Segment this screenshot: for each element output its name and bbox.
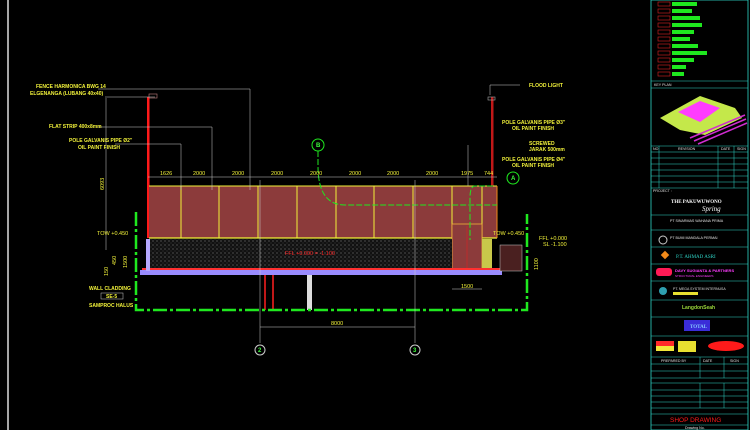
svg-text:B: B: [316, 143, 321, 149]
structural-logo-icon: [656, 268, 672, 276]
fence-panel: [149, 185, 498, 271]
pole-left: [147, 97, 150, 238]
dim-text: 150: [104, 267, 110, 276]
label-wall-cladding: WALL CLADDING: [89, 286, 131, 292]
dim-text: 2000: [387, 171, 399, 177]
dim-text: 1500: [123, 256, 129, 268]
label-pole-right: POLE GALVANIS PIPE Ø3": [502, 120, 566, 126]
key-plan-label: KEY PLAN: [654, 83, 672, 87]
callout-b-line: [317, 151, 497, 206]
label-pole-right-2-finish: OIL PAINT FINISH: [512, 163, 554, 169]
label-flat-strip: FLAT STRIP 400x8mm: [49, 124, 102, 130]
rev-header-date: DATE: [721, 147, 731, 151]
label-tow-right: TOW +0.450: [493, 231, 524, 237]
flood-light-left: [148, 93, 158, 99]
project-label: PROJECT :: [653, 189, 672, 193]
label-pole-left: POLE GALVANIS PIPE Ø2": [69, 138, 133, 144]
title-block: KEY PLAN NO REVISION DATE SIGN PROJECT :…: [650, 0, 749, 430]
dim-text: 1975: [461, 171, 473, 177]
dim-text: 2000: [271, 171, 283, 177]
svg-text:3: 3: [413, 348, 417, 354]
top-dimensions: 1626 2000 2000 2000 2000 2000 2000 2000 …: [100, 171, 540, 327]
label-wall-tag: SE-5: [106, 294, 117, 300]
pole-right: [491, 97, 494, 238]
grid-bubble-3[interactable]: 3: [409, 344, 421, 356]
label-samproc: SAMPROC HALUS: [89, 303, 134, 309]
gravel-base: [140, 239, 523, 310]
badge-logo-icon: [678, 341, 696, 352]
landscape-name: LangdonSeah: [682, 305, 715, 311]
label-pole-right-2: POLE GALVANIS PIPE Ø4": [502, 157, 566, 163]
label-screwed: SCREWED: [529, 141, 555, 147]
rev-header-sign: SIGN: [737, 147, 746, 151]
key-plan-image: [660, 96, 748, 145]
flood-light-right: [487, 96, 496, 101]
dim-span: 8000: [331, 321, 343, 327]
column: [307, 275, 312, 310]
mep-name: PT. MEGA SYSTEM INTERNUSA: [673, 287, 726, 291]
project-name: THE PAKUWUWONO: [671, 200, 722, 205]
svg-text:2: 2: [258, 348, 262, 354]
annotations: FENCE HARMONICA BWG 14 ELGENANGA (LUBANG…: [30, 83, 567, 309]
label-fence-2: ELGENANGA (LUBANG 40x40): [30, 91, 103, 97]
project-subname: Spring: [702, 205, 721, 213]
label-pole-right-finish: OIL PAINT FINISH: [512, 126, 554, 132]
rev-header-revision: REVISION: [678, 147, 696, 151]
label-sl: SL -1.100: [543, 242, 567, 248]
legend-bars: [657, 1, 707, 77]
label-fence: FENCE HARMONICA BWG 14: [36, 84, 106, 90]
sign-label: SIGN: [730, 359, 739, 363]
dim-text: 1626: [160, 171, 172, 177]
dim-height: 6093: [100, 178, 106, 190]
rev-header-no: NO: [653, 147, 659, 151]
architect-name: P.T. AHMAD ASRI: [676, 255, 716, 260]
red-logo-icon: [708, 341, 744, 351]
mep-logo-icon: [659, 287, 667, 295]
drawing-number-label: Drawing No.: [685, 426, 705, 430]
grid-bubble-b[interactable]: B: [311, 138, 325, 152]
contractor-logo: [684, 320, 710, 331]
developer-logo-icon: [658, 235, 668, 245]
prepared-by-label: PREPARED BY: [661, 359, 687, 363]
dim-text: 1100: [534, 258, 540, 270]
label-ffl-mid: FFL +0.000 = -1.100: [285, 251, 335, 257]
structural-name: DAVY SUGIANTA & PARTNERS: [675, 268, 734, 273]
svg-text:A: A: [511, 176, 516, 182]
label-ffl: FFL +0.000: [539, 236, 567, 242]
dim-text: 2000: [310, 171, 322, 177]
property-line: [134, 212, 529, 312]
leader-lines: [98, 84, 520, 343]
callout-a-line: [469, 185, 493, 240]
dim-text: 2000: [349, 171, 361, 177]
label-flood-light: FLOOD LIGHT: [529, 83, 563, 89]
label-tow-left: TOW +0.450: [97, 231, 128, 237]
dim-text: 450: [112, 256, 118, 265]
grid-bubble-2[interactable]: 2: [254, 344, 266, 356]
drawing-stage: SHOP DRAWING: [670, 417, 721, 424]
dim-text: 2000: [232, 171, 244, 177]
contractor-name: TOTAL: [690, 325, 708, 330]
structural-sub: STRUCTURAL ENGINEERS: [675, 274, 714, 278]
dim-text: 2000: [426, 171, 438, 177]
date-label: DATE: [703, 359, 713, 363]
owner-name: PT SINARMAS WAHANA PRIMA: [670, 219, 724, 223]
wall-tag-box: [100, 292, 124, 300]
developer-name: PT BUMI MANDALA PERMAI: [670, 236, 717, 240]
dim-text: 2000: [193, 171, 205, 177]
label-pole-left-finish: OIL PAINT FINISH: [78, 145, 120, 151]
label-screwed-spacing: JARAK 500mm: [529, 147, 565, 153]
dim-text: 1500: [461, 284, 473, 290]
grid-bubble-a[interactable]: A: [506, 171, 520, 185]
dim-text: 744: [484, 171, 493, 177]
